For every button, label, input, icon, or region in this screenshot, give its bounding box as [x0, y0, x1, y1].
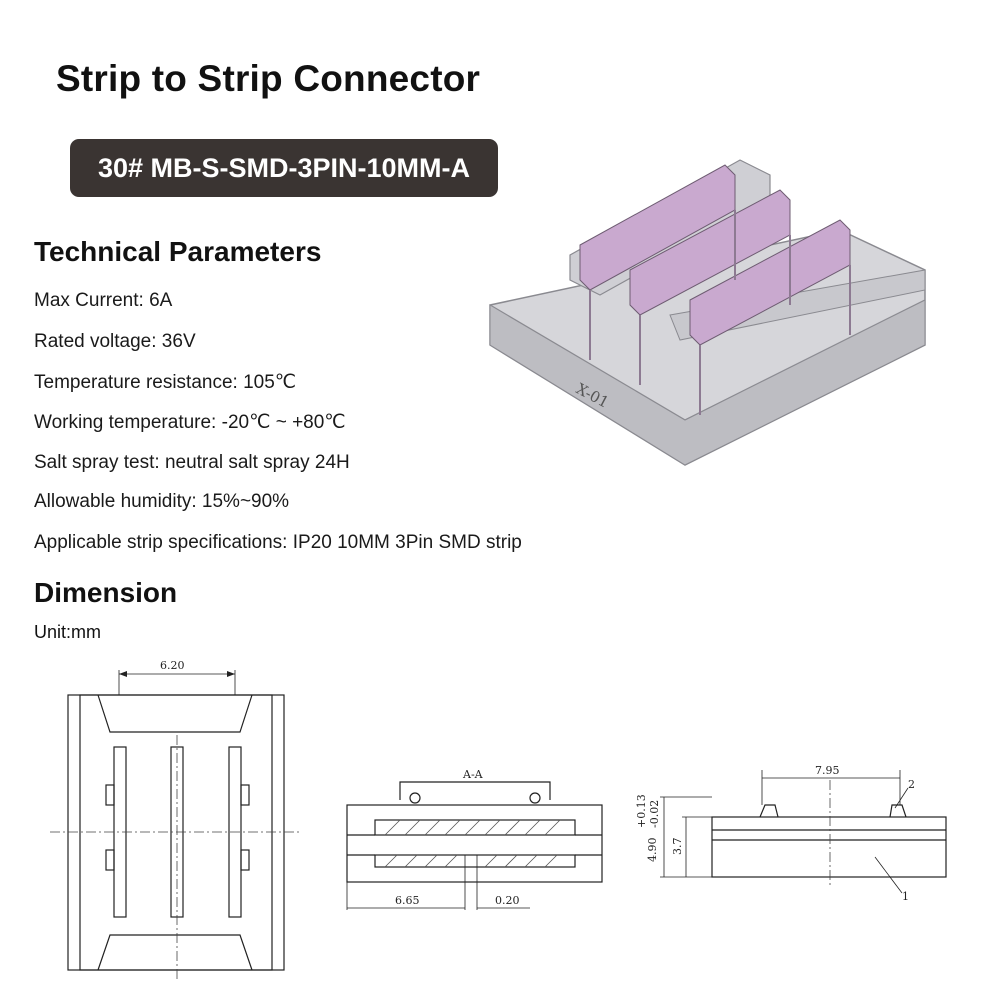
callout-1: 1: [902, 890, 909, 903]
top-view-drawing: 6.20: [50, 659, 302, 980]
param-salt-spray: Salt spray test: neutral salt spray 24H: [34, 452, 350, 473]
param-max-current: Max Current: 6A: [34, 290, 173, 311]
page-title: Strip to Strip Connector: [56, 58, 481, 99]
param-rated-voltage: Rated voltage: 36V: [34, 331, 196, 352]
section-left-label: 6.65: [395, 894, 420, 907]
side-view-drawing: 7.95 4.90 +0.13 -0.02 3.7 1 2: [635, 764, 947, 903]
param-temperature-resistance: Temperature resistance: 105℃: [34, 372, 297, 393]
contact-pins: [579, 164, 851, 415]
section-gap-label: 0.20: [495, 894, 520, 907]
top-view-width-label: 6.20: [160, 659, 185, 672]
model-badge: 30# MB-S-SMD-3PIN-10MM-A: [70, 139, 498, 197]
connector-product-image: X-01: [489, 159, 926, 466]
dimension-heading: Dimension: [34, 577, 178, 608]
technical-parameters-heading: Technical Parameters: [34, 236, 322, 267]
param-humidity: Allowable humidity: 15%~90%: [34, 491, 290, 512]
unit-label: Unit:mm: [34, 622, 101, 642]
callout-2: 2: [908, 778, 915, 791]
param-working-temperature: Working temperature: -20℃ ~ +80℃: [34, 412, 346, 433]
side-total-label: 4.90: [646, 838, 659, 863]
side-height-label: 3.7: [671, 838, 684, 856]
section-view-drawing: A-A 6.65 0.20: [346, 768, 603, 910]
side-tol-minus: -0.02: [648, 800, 661, 828]
side-top-label: 7.95: [815, 764, 840, 777]
section-label: A-A: [462, 768, 484, 781]
param-strip-spec: Applicable strip specifications: IP20 10…: [34, 532, 522, 553]
side-tol-plus: +0.13: [635, 794, 648, 828]
